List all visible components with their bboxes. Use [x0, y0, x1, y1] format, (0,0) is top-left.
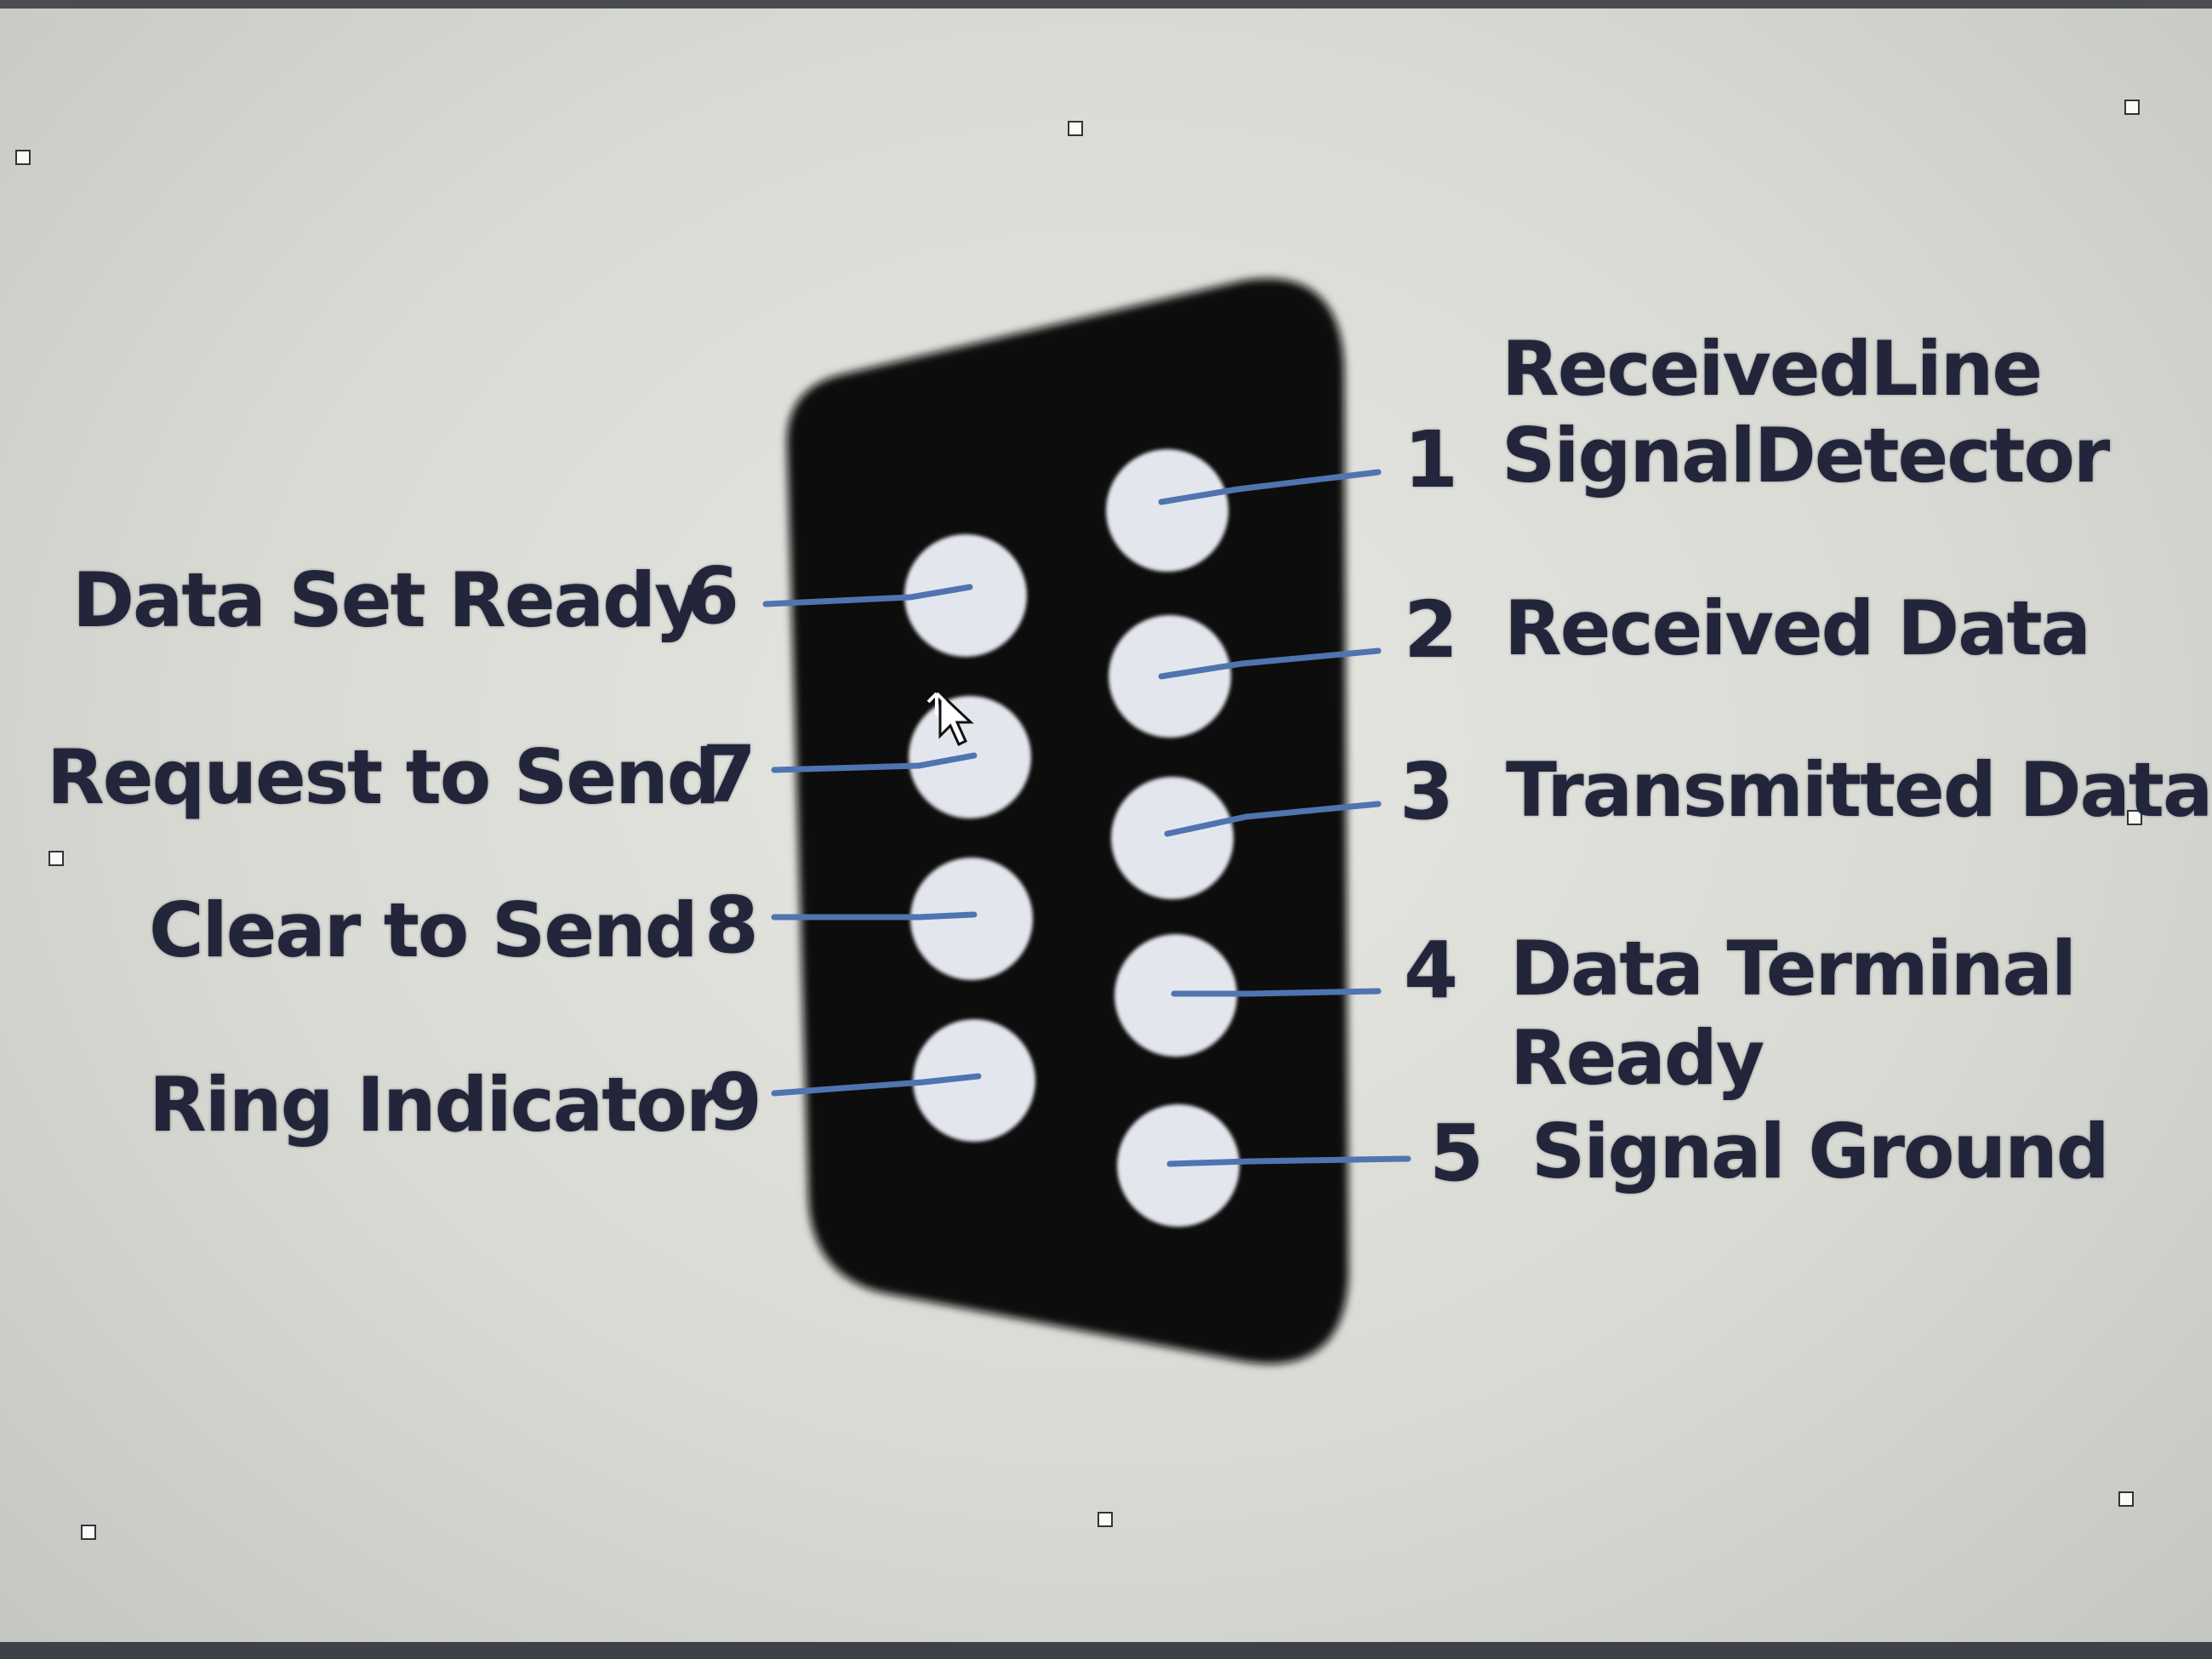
- leader-line-8: [771, 911, 978, 921]
- leader-line-4: [1171, 988, 1382, 997]
- leader-line-1: [1158, 469, 1382, 505]
- pin-number-7: 7: [702, 729, 757, 820]
- label-pin-5: Signal Ground: [1531, 1108, 2110, 1195]
- pin-3: [1111, 777, 1234, 899]
- selection-handle-bottom-left[interactable]: [81, 1525, 96, 1540]
- pin-number-8: 8: [704, 880, 760, 971]
- pin-number-5: 5: [1429, 1108, 1485, 1199]
- pin-8: [910, 858, 1033, 980]
- pin-9: [913, 1019, 1035, 1142]
- db9-connector-body: [787, 278, 1348, 1364]
- label-pin-1-line1: ReceivedLine: [1502, 325, 2043, 413]
- mouse-pointer-icon: [926, 690, 974, 747]
- label-pin-2: Received Data: [1504, 584, 2091, 672]
- selection-handle-bottom-center[interactable]: [1097, 1512, 1113, 1527]
- label-pin-9: Ring Indicator: [149, 1061, 722, 1149]
- label-pin-6: Data Set Ready: [72, 556, 703, 644]
- selection-handle-top-right[interactable]: [2124, 100, 2140, 115]
- leader-line-2: [1158, 647, 1382, 680]
- leader-line-5: [1166, 1155, 1411, 1167]
- pin-number-2: 2: [1404, 584, 1459, 676]
- label-pin-7: Request to Send: [47, 733, 721, 821]
- pin-number-9: 9: [708, 1057, 763, 1148]
- leader-line-9: [771, 1073, 982, 1097]
- selection-handle-bottom-right[interactable]: [2118, 1491, 2134, 1507]
- selection-handle-mid-right[interactable]: [2127, 810, 2142, 825]
- selection-handle-mid-left[interactable]: [48, 851, 64, 866]
- label-pin-8: Clear to Send: [149, 887, 698, 974]
- pin-number-3: 3: [1400, 746, 1455, 837]
- pin-number-6: 6: [685, 550, 740, 641]
- selection-handle-top-center[interactable]: [1068, 121, 1083, 136]
- label-pin-3: Transmitted Data: [1506, 746, 2212, 834]
- selection-handle-top-left[interactable]: [15, 150, 31, 165]
- pin-6: [904, 534, 1027, 657]
- pin-number-4: 4: [1404, 925, 1459, 1016]
- leader-line-6: [762, 584, 973, 607]
- leader-line-3: [1164, 801, 1382, 837]
- label-pin-4-line2: Ready: [1510, 1014, 1764, 1102]
- pin-1: [1106, 449, 1229, 572]
- leader-line-7: [771, 752, 978, 773]
- top-window-edge: [0, 0, 2212, 9]
- label-pin-4-line1: Data Terminal: [1510, 925, 2077, 1012]
- pin-number-1: 1: [1404, 414, 1459, 505]
- label-pin-1-line2: SignalDetector: [1502, 412, 2110, 499]
- bottom-window-edge: [0, 1642, 2212, 1659]
